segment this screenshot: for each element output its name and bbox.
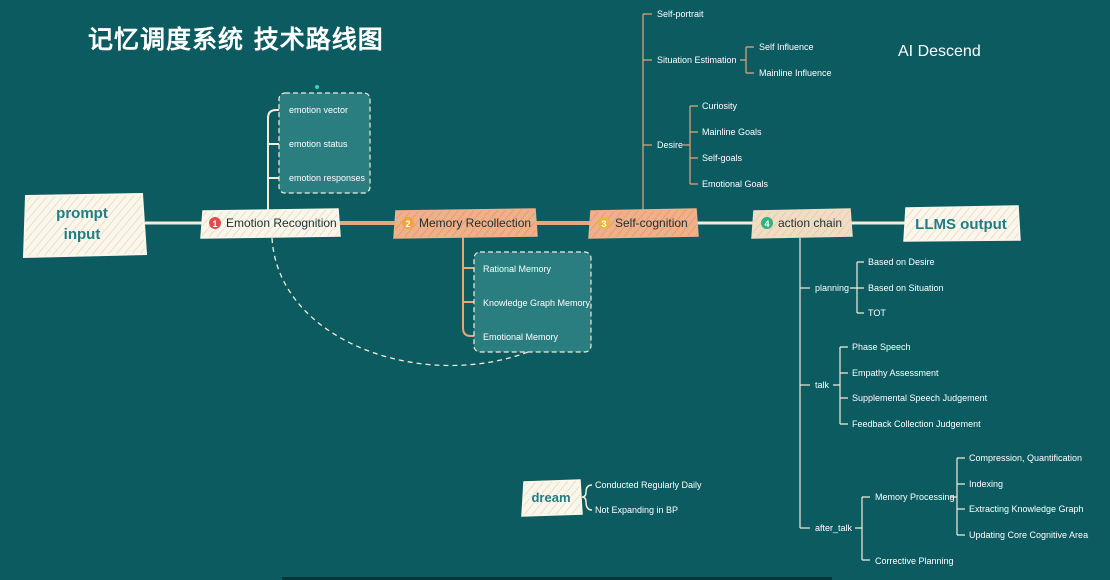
step-2-number: 2 <box>405 219 410 229</box>
situation-child: Mainline Influence <box>759 68 832 78</box>
dream-node: dream Conducted Regularly Daily Not Expa… <box>521 479 702 517</box>
step-1-label: Emotion Recognition <box>226 216 337 230</box>
emotion-item: emotion responses <box>289 173 366 183</box>
emotion-dot <box>315 85 319 89</box>
memory-branch: Rational Memory Knowledge Graph Memory E… <box>462 237 592 353</box>
talk-child: Phase Speech <box>852 342 911 352</box>
memory-processing-child: Extracting Knowledge Graph <box>969 504 1084 514</box>
memory-item: Knowledge Graph Memory <box>483 298 591 308</box>
emotion-card <box>278 92 371 194</box>
emotion-item: emotion vector <box>289 105 348 115</box>
desire-child: Mainline Goals <box>702 127 762 137</box>
step-memory-recollection: 2 Memory Recollection <box>393 208 538 239</box>
desire-child: Emotional Goals <box>702 179 769 189</box>
step-2-badge <box>402 217 414 229</box>
step-3-badge <box>598 217 610 229</box>
situation-child: Self Influence <box>759 42 814 52</box>
step-self-cognition: 3 Self-cognition <box>588 208 699 239</box>
step-action-chain: 4 action chain <box>751 208 853 239</box>
llms-output-node: LLMS output <box>903 205 1021 242</box>
prompt-input-label-line2: input <box>64 226 101 243</box>
desire-child: Self-goals <box>702 153 743 163</box>
step-4-badge <box>761 217 773 229</box>
situation-estimation-node: Situation Estimation <box>657 55 737 65</box>
page-title: 记忆调度系统 技术路线图 <box>88 25 384 54</box>
desire-child: Curiosity <box>702 101 738 111</box>
planning-node: planning <box>815 283 849 293</box>
self-portrait-node: Self-portrait <box>657 9 704 19</box>
brand-label: AI Descend <box>898 43 981 60</box>
talk-node: talk <box>815 380 830 390</box>
desire-node: Desire <box>657 140 683 150</box>
step-3-label: Self-cognition <box>615 216 688 230</box>
prompt-input-label-line1: prompt <box>56 205 108 222</box>
feedback-loop-connector <box>271 237 529 367</box>
memory-item: Emotional Memory <box>483 332 559 342</box>
memory-processing-node: Memory Processing <box>875 492 955 502</box>
dream-item: Not Expanding in BP <box>595 505 678 515</box>
bottom-bar <box>282 577 832 580</box>
corrective-planning-node: Corrective Planning <box>875 556 954 566</box>
llms-output-label: LLMS output <box>915 216 1007 233</box>
action-chain-tree: planning Based on Desire Based on Situat… <box>799 238 1088 566</box>
memory-card <box>473 251 592 353</box>
after-talk-node: after_talk <box>815 523 853 533</box>
planning-child: Based on Situation <box>868 283 944 293</box>
planning-child: TOT <box>868 308 886 318</box>
emotion-item: emotion status <box>289 139 348 149</box>
dream-item: Conducted Regularly Daily <box>595 480 702 490</box>
self-cognition-tree: Self-portrait Situation Estimation Self … <box>642 9 832 210</box>
talk-child: Feedback Collection Judgement <box>852 419 981 429</box>
step-1-number: 1 <box>212 219 217 229</box>
talk-child: Empathy Assessment <box>852 368 939 378</box>
planning-child: Based on Desire <box>868 257 935 267</box>
dream-label: dream <box>531 490 570 505</box>
emotion-branch: emotion vector emotion status emotion re… <box>267 85 371 210</box>
step-3-number: 3 <box>601 219 606 229</box>
memory-item: Rational Memory <box>483 264 552 274</box>
memory-processing-child: Indexing <box>969 479 1003 489</box>
step-1-badge <box>209 217 221 229</box>
step-4-number: 4 <box>764 219 769 229</box>
memory-processing-child: Compression, Quantification <box>969 453 1082 463</box>
talk-child: Supplemental Speech Judgement <box>852 393 988 403</box>
step-2-label: Memory Recollection <box>419 216 531 230</box>
prompt-input-node: prompt input <box>22 192 148 259</box>
step-emotion-recognition: 1 Emotion Recognition <box>200 208 341 239</box>
memory-processing-child: Updating Core Cognitive Area <box>969 530 1088 540</box>
step-4-label: action chain <box>778 216 842 230</box>
